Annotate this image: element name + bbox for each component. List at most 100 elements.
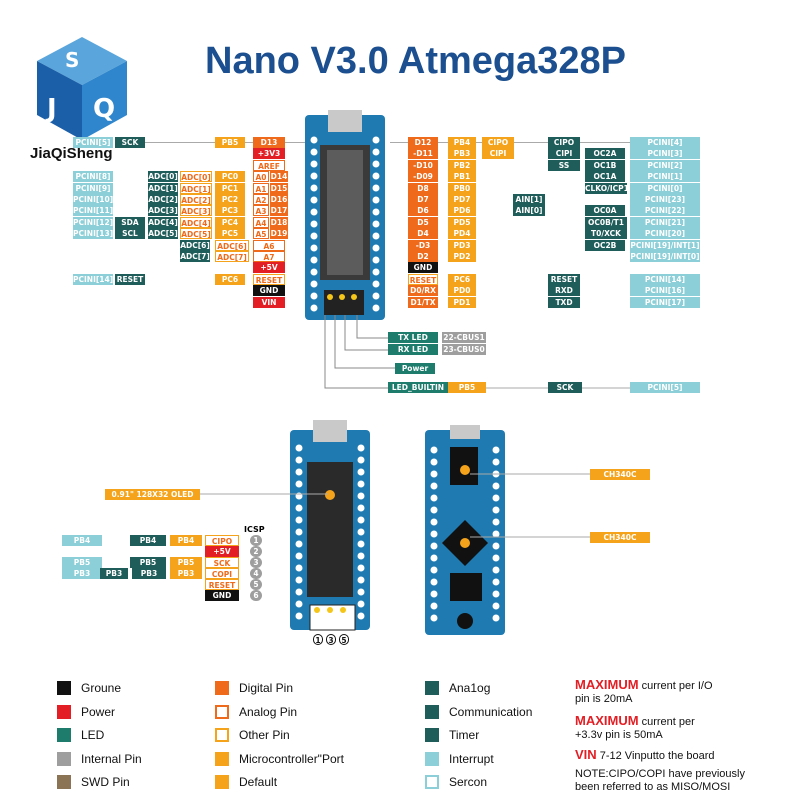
- pin-label: ADC[2]: [180, 194, 212, 205]
- legend-swatch: [425, 681, 439, 695]
- pin-label: PB5: [215, 137, 245, 148]
- pin-label: AREF: [253, 159, 285, 171]
- legend-label: Microcontroller"Port: [239, 751, 344, 766]
- pin-label: PCINI[17]: [630, 296, 700, 308]
- pin-label: CIPO: [205, 535, 239, 546]
- pin-label: ADC[0]: [148, 171, 178, 183]
- pin-label: PB2: [448, 159, 476, 171]
- pin-label: PCINI[16]: [630, 285, 700, 297]
- pin-label: -D3: [408, 239, 438, 251]
- svg-text:J: J: [45, 94, 57, 124]
- pin-label: CIPO: [482, 137, 514, 148]
- pin-label: AIN[1]: [513, 194, 545, 205]
- pin-label: ADC[5]: [180, 228, 212, 240]
- icsp-pin-number: 5: [250, 579, 262, 590]
- pin-label: COPI: [205, 568, 239, 579]
- icsp-heading: ICSP: [244, 525, 265, 534]
- pin-label: ADC[5]: [148, 228, 178, 240]
- pin-label: PD7: [448, 194, 476, 205]
- pin-label: PC1: [215, 182, 245, 194]
- pin-label: ADC[3]: [180, 205, 212, 217]
- pin-label: +3V3: [253, 148, 285, 160]
- pin-label: PCINI[19]/INT[1]: [630, 239, 700, 251]
- pin-label: PCINI[3]: [630, 148, 700, 160]
- pin-label: PB5: [62, 557, 102, 568]
- pin-label: PCINI[14]: [630, 273, 700, 285]
- legend-label: LED: [81, 728, 105, 742]
- pin-label: PD4: [448, 228, 476, 240]
- pin-label: GND: [253, 285, 285, 297]
- pin-label: PCINI[10]: [73, 194, 113, 205]
- icsp-pin-number: 6: [250, 590, 262, 601]
- legend-swatch: [57, 728, 71, 742]
- pin-label: RESET: [548, 273, 580, 285]
- connector-line: [120, 142, 305, 143]
- legend-swatch: [215, 704, 229, 719]
- legend-swatch: [57, 775, 71, 789]
- pin-label: SCL: [115, 228, 145, 240]
- pin-label: PCINI[20]: [630, 228, 700, 240]
- pin-label: D15: [270, 182, 288, 194]
- brand-logo: S J Q: [37, 37, 127, 140]
- pin-label: CIPI: [482, 148, 514, 160]
- legend-swatch: [215, 681, 229, 695]
- pin-label: PC6: [448, 273, 476, 285]
- pin-label: A1: [253, 182, 269, 194]
- icsp-pin-number: 1: [250, 535, 262, 546]
- pin-label: PB4: [62, 535, 102, 546]
- pin-label: ADC[7]: [215, 251, 249, 262]
- pin-label: D13: [253, 137, 285, 148]
- pin-label: PD3: [448, 239, 476, 251]
- pin-label: PCINI[23]: [630, 194, 700, 205]
- pin-label: D18: [270, 216, 288, 228]
- legend-swatch: [57, 751, 71, 766]
- pin-label: -D11: [408, 148, 438, 160]
- legend-label: Timer: [449, 728, 480, 742]
- pin-label: PCINI[4]: [630, 137, 700, 148]
- pin-label: A0: [253, 171, 269, 183]
- pin-label: ADC[4]: [148, 216, 178, 228]
- pin-label: CLKO/ICP1: [585, 182, 627, 194]
- pin-label: PB5: [448, 382, 486, 393]
- legend-label: Sercon: [449, 775, 488, 789]
- pin-label: PD1: [448, 296, 476, 308]
- pin-label: ADC[6]: [215, 239, 249, 251]
- pin-label: D1/TX: [408, 296, 438, 308]
- pin-label: PCINI[5]: [73, 137, 113, 148]
- nano-board-back: [425, 425, 505, 635]
- pin-label: OC2A: [585, 148, 625, 160]
- pin-label: LED_BUILTIN: [388, 382, 448, 393]
- pin-label: PB3: [448, 148, 476, 160]
- pin-label: PB5: [170, 557, 202, 568]
- pin-label: PD2: [448, 251, 476, 262]
- legend-swatch: [425, 704, 439, 719]
- pin-label: PC6: [215, 273, 245, 285]
- legend-swatch: [57, 704, 71, 719]
- legend-label: Other Pin: [239, 728, 290, 742]
- pin-label: PB1: [448, 171, 476, 183]
- pin-label: PCINI[12]: [73, 216, 113, 228]
- pin-label: PB5: [130, 557, 166, 568]
- pin-label: PCINI[0]: [630, 182, 700, 194]
- chip-label-1: CH340C: [590, 469, 650, 480]
- header-pin-number: 1: [313, 634, 323, 645]
- pin-label: ADC[0]: [180, 171, 212, 183]
- pin-label: PCINI[1]: [630, 171, 700, 183]
- legend-label: Internal Pin: [81, 751, 142, 766]
- header-pin-number: 3: [326, 634, 336, 645]
- pin-label: PCINI[11]: [73, 205, 113, 217]
- svg-text:Q: Q: [93, 94, 115, 124]
- pin-label: SCK: [205, 557, 239, 568]
- brand-name: JiaQiSheng: [30, 145, 113, 162]
- pin-label: PCINI[5]: [630, 382, 700, 393]
- legend-label: Analog Pin: [239, 704, 298, 719]
- pin-label: PB3: [62, 568, 102, 579]
- pin-label: TX LED: [388, 332, 438, 343]
- legend-label: Ana1og: [449, 681, 491, 695]
- pin-label: PB0: [448, 182, 476, 194]
- pin-label: ADC[1]: [180, 182, 212, 194]
- pin-label: PB4: [170, 535, 202, 546]
- pin-label: A2: [253, 194, 269, 205]
- pin-label: Power: [395, 363, 435, 374]
